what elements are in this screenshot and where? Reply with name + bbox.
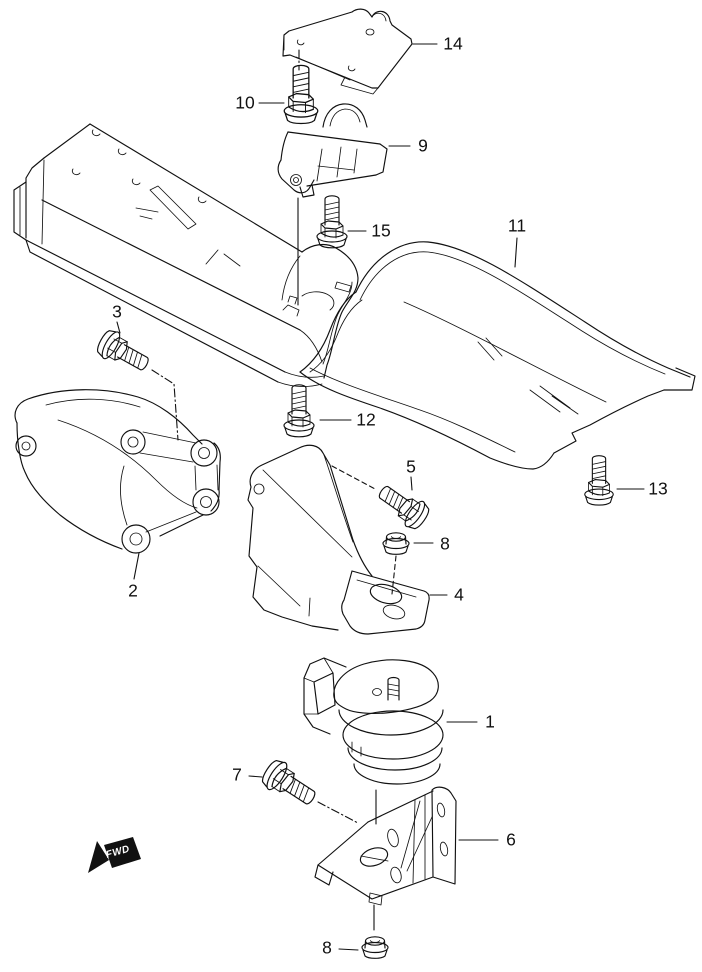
callout-4: 4	[429, 585, 464, 605]
part-1-engine-mount	[303, 657, 444, 785]
part-2-bracket	[14, 389, 221, 554]
part-8-upper-drop-line	[391, 555, 397, 595]
callout-15: 15	[347, 221, 391, 241]
part-9-mount-bracket	[277, 103, 388, 198]
part-14-upper-plate	[282, 8, 413, 95]
part-4-bracket	[247, 444, 430, 635]
part-5-bolt	[372, 477, 434, 534]
callout-5: 5	[406, 457, 416, 491]
part-7-leader-line	[317, 801, 359, 824]
callout-13-label: 13	[648, 479, 667, 499]
callout-11-label: 11	[508, 216, 526, 236]
callout-5-label: 5	[406, 457, 416, 477]
fwd-direction-marker: FWD	[88, 837, 141, 873]
part-15-bolt	[316, 195, 348, 249]
part-7-bolt	[257, 755, 322, 814]
callout-3-label: 3	[112, 302, 122, 322]
callout-1: 1	[446, 712, 495, 732]
callout-11: 11	[508, 216, 526, 268]
part-8-upper-nut	[382, 532, 410, 555]
part-10-bolt	[283, 64, 319, 125]
callout-14: 14	[412, 34, 463, 54]
callout-13: 13	[616, 479, 668, 499]
callout-10: 10	[235, 93, 285, 113]
part-13-bolt	[584, 455, 614, 506]
part-5-leader-line	[331, 465, 378, 491]
callout-3: 3	[112, 302, 122, 334]
callout-14-label: 14	[443, 34, 463, 54]
callout-2: 2	[128, 552, 140, 601]
callout-7: 7	[232, 765, 263, 785]
part-3-bolt	[93, 326, 155, 379]
part-12-bolt	[283, 384, 315, 438]
callout-15-label: 15	[371, 221, 390, 241]
callout-2-label: 2	[128, 581, 138, 601]
callout-8-upper-label: 8	[440, 534, 450, 554]
callout-12-label: 12	[356, 410, 375, 430]
part-11-frame-bracket	[299, 241, 696, 470]
callout-1-label: 1	[485, 712, 495, 732]
part-3-leader-line	[151, 369, 179, 441]
callout-8-lower: 8	[322, 938, 359, 958]
callout-9: 9	[388, 136, 428, 156]
part-6-bracket	[314, 786, 457, 906]
callout-12: 12	[319, 410, 376, 430]
crossmember-beam	[13, 123, 359, 387]
callout-6-label: 6	[506, 830, 516, 850]
callout-4-label: 4	[454, 585, 464, 605]
callout-8-lower-label: 8	[322, 938, 332, 958]
callout-7-label: 7	[232, 765, 242, 785]
callout-10-label: 10	[235, 93, 255, 113]
callout-6: 6	[458, 830, 516, 850]
callout-9-label: 9	[418, 136, 428, 156]
callout-8-upper: 8	[413, 534, 450, 554]
part-8-lower-nut	[361, 936, 389, 959]
